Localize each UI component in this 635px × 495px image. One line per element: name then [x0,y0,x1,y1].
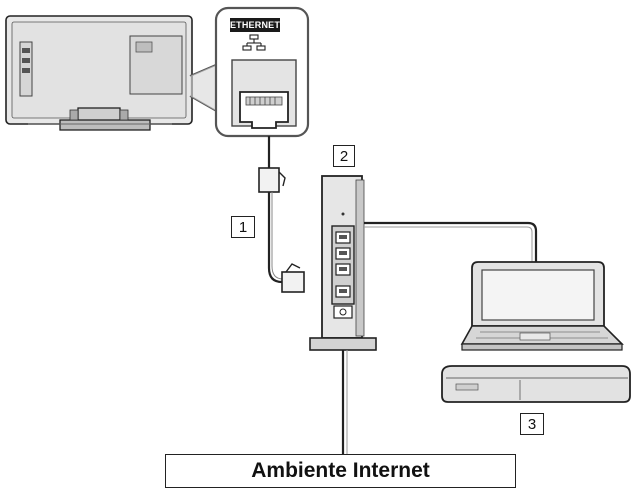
tv-back-icon [5,15,193,131]
callout-router: 2 [333,145,355,167]
router-laptop-cable [364,221,538,262]
internet-environment-label: Ambiente Internet [251,459,430,482]
internet-environment-box: Ambiente Internet [165,454,516,488]
router-internet-cable [341,350,348,454]
ethernet-port-icon [239,91,289,129]
recorder-icon [441,365,631,403]
laptop-icon [460,261,624,351]
zoom-connector [189,63,219,113]
router-icon [309,175,377,351]
ethernet-cable [258,136,305,293]
callout-devices: 3 [520,413,544,435]
network-symbol-icon [242,34,266,51]
port-zoom-panel [214,6,310,138]
callout-cable: 1 [231,216,255,238]
ethernet-port-label: ETHERNET [230,18,280,32]
